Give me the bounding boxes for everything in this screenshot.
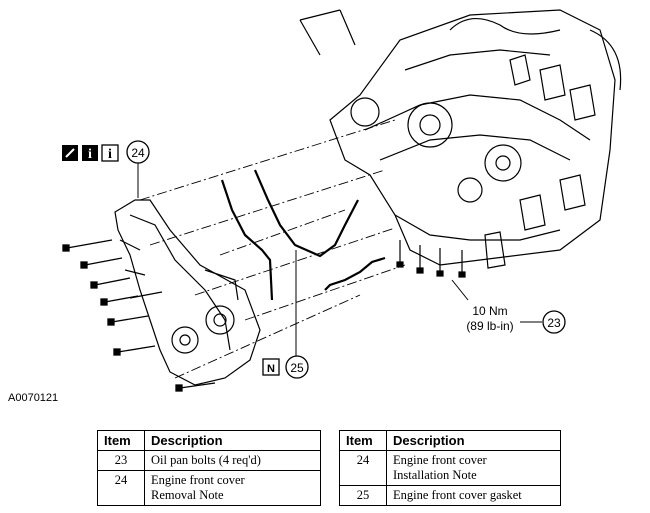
oil-pan-bolts — [396, 240, 466, 278]
header-item: Item — [97, 430, 145, 451]
legend-header-row: Item Description — [339, 430, 561, 451]
svg-text:N: N — [267, 363, 275, 375]
engine-block — [299, 9, 622, 269]
table-row: 25 Engine front cover gasket — [339, 485, 561, 506]
svg-text:24: 24 — [131, 146, 145, 160]
torque-lbin: (89 lb-in) — [466, 319, 513, 333]
callout-25: N 25 — [262, 355, 309, 379]
callout-24: 24 — [126, 140, 150, 164]
item-number: 24 — [339, 450, 387, 486]
svg-text:23: 23 — [547, 316, 561, 330]
item-number: 25 — [339, 485, 387, 506]
leader-23 — [451, 279, 469, 301]
svg-text:25: 25 — [290, 361, 304, 375]
header-item: Item — [339, 430, 387, 451]
item-number: 23 — [97, 450, 145, 471]
svg-text:i: i — [88, 147, 92, 162]
legend-header-row: Item Description — [97, 430, 321, 451]
torque-nm: 10 Nm — [472, 304, 507, 318]
callout-23: 23 — [542, 310, 566, 334]
alignment-lines — [139, 119, 406, 379]
legend-table-left: Item Description 23 Oil pan bolts (4 req… — [97, 430, 321, 506]
front-cover-bolts — [62, 239, 216, 392]
front-cover — [114, 199, 261, 386]
figure-id: A0070121 — [8, 392, 59, 404]
svg-text:i: i — [108, 147, 112, 162]
front-cover-gaskets — [220, 169, 386, 301]
header-description: Description — [386, 430, 561, 451]
engine-exploded-diagram: i i 24 N 25 10 Nm (89 lb-in) 23 — [62, 9, 622, 392]
item-description: Engine front cover gasket — [386, 485, 561, 506]
torque-spec: 10 Nm (89 lb-in) — [466, 304, 542, 333]
service-symbols: i i — [62, 144, 119, 162]
item-number: 24 — [97, 470, 145, 506]
table-row: 23 Oil pan bolts (4 req'd) — [97, 450, 321, 471]
header-description: Description — [144, 430, 321, 451]
item-description: Oil pan bolts (4 req'd) — [144, 450, 321, 471]
